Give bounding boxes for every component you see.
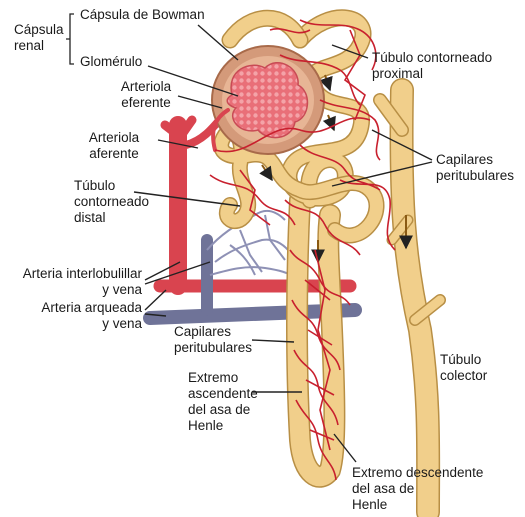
label-capsula-renal: Cápsula renal — [14, 22, 64, 54]
label-arteriola-eferente-line1: Arteriola — [110, 79, 182, 95]
label-asa-descendente: Extremo descendente del asa de Henle — [352, 465, 483, 513]
label-capsula-bowman: Cápsula de Bowman — [80, 7, 205, 23]
label-arteriola-aferente-line1: Arteriola — [78, 130, 150, 146]
label-arteriola-aferente: Arteriola aferente — [78, 130, 150, 162]
label-capilares-derecha: Capilares peritubulares — [436, 152, 514, 184]
label-tubulo-distal-line3: distal — [74, 210, 149, 226]
label-tubulo-proximal: Túbulo contorneado proximal — [372, 50, 492, 82]
label-asa-ascendente: Extremo ascendente del asa de Henle — [188, 370, 258, 434]
label-asa-ascendente-line1: Extremo — [188, 370, 258, 386]
label-arteria-interlobulillar-line1: Arteria interlobulillar — [6, 266, 142, 282]
label-tubulo-distal-line2: contorneado — [74, 194, 149, 210]
label-capilares-centro-line2: peritubulares — [174, 340, 252, 356]
label-arteriola-aferente-line2: aferente — [78, 146, 150, 162]
label-arteria-arqueada-line1: Arteria arqueada — [6, 300, 142, 316]
label-arteria-arqueada-line2: y vena — [6, 316, 142, 332]
label-tubulo-colector-line2: colector — [440, 368, 487, 384]
label-capsula-renal-line1: Cápsula — [14, 22, 64, 38]
label-glomerulo: Glomérulo — [80, 54, 142, 70]
label-asa-ascendente-line3: del asa de — [188, 402, 258, 418]
label-tubulo-proximal-line1: Túbulo contorneado — [372, 50, 492, 66]
label-asa-descendente-line3: Henle — [352, 497, 483, 513]
label-arteria-interlobulillar-line2: y vena — [6, 282, 142, 298]
capsule-bracket — [66, 14, 74, 64]
label-tubulo-proximal-line2: proximal — [372, 66, 492, 82]
label-arteria-interlobulillar: Arteria interlobulillar y vena — [6, 266, 142, 298]
label-capilares-centro: Capilares peritubulares — [174, 324, 252, 356]
label-capilares-derecha-line1: Capilares — [436, 152, 514, 168]
label-tubulo-distal-line1: Túbulo — [74, 178, 149, 194]
label-tubulo-colector-line1: Túbulo — [440, 352, 487, 368]
label-capilares-centro-line1: Capilares — [174, 324, 252, 340]
loop-of-henle — [297, 200, 334, 477]
label-arteriola-eferente-line2: eferente — [110, 95, 182, 111]
label-tubulo-colector: Túbulo colector — [440, 352, 487, 384]
leader-arqueada-a — [145, 290, 166, 310]
label-asa-descendente-line2: del asa de — [352, 481, 483, 497]
label-capsula-renal-line2: renal — [14, 38, 64, 54]
label-capilares-derecha-line2: peritubulares — [436, 168, 514, 184]
label-arteriola-eferente: Arteriola eferente — [110, 79, 182, 111]
label-arteria-arqueada: Arteria arqueada y vena — [6, 300, 142, 332]
collecting-duct — [380, 90, 440, 512]
label-asa-descendente-line1: Extremo descendente — [352, 465, 483, 481]
label-asa-ascendente-line2: ascendente — [188, 386, 258, 402]
label-tubulo-distal: Túbulo contorneado distal — [74, 178, 149, 226]
label-asa-ascendente-line4: Henle — [188, 418, 258, 434]
